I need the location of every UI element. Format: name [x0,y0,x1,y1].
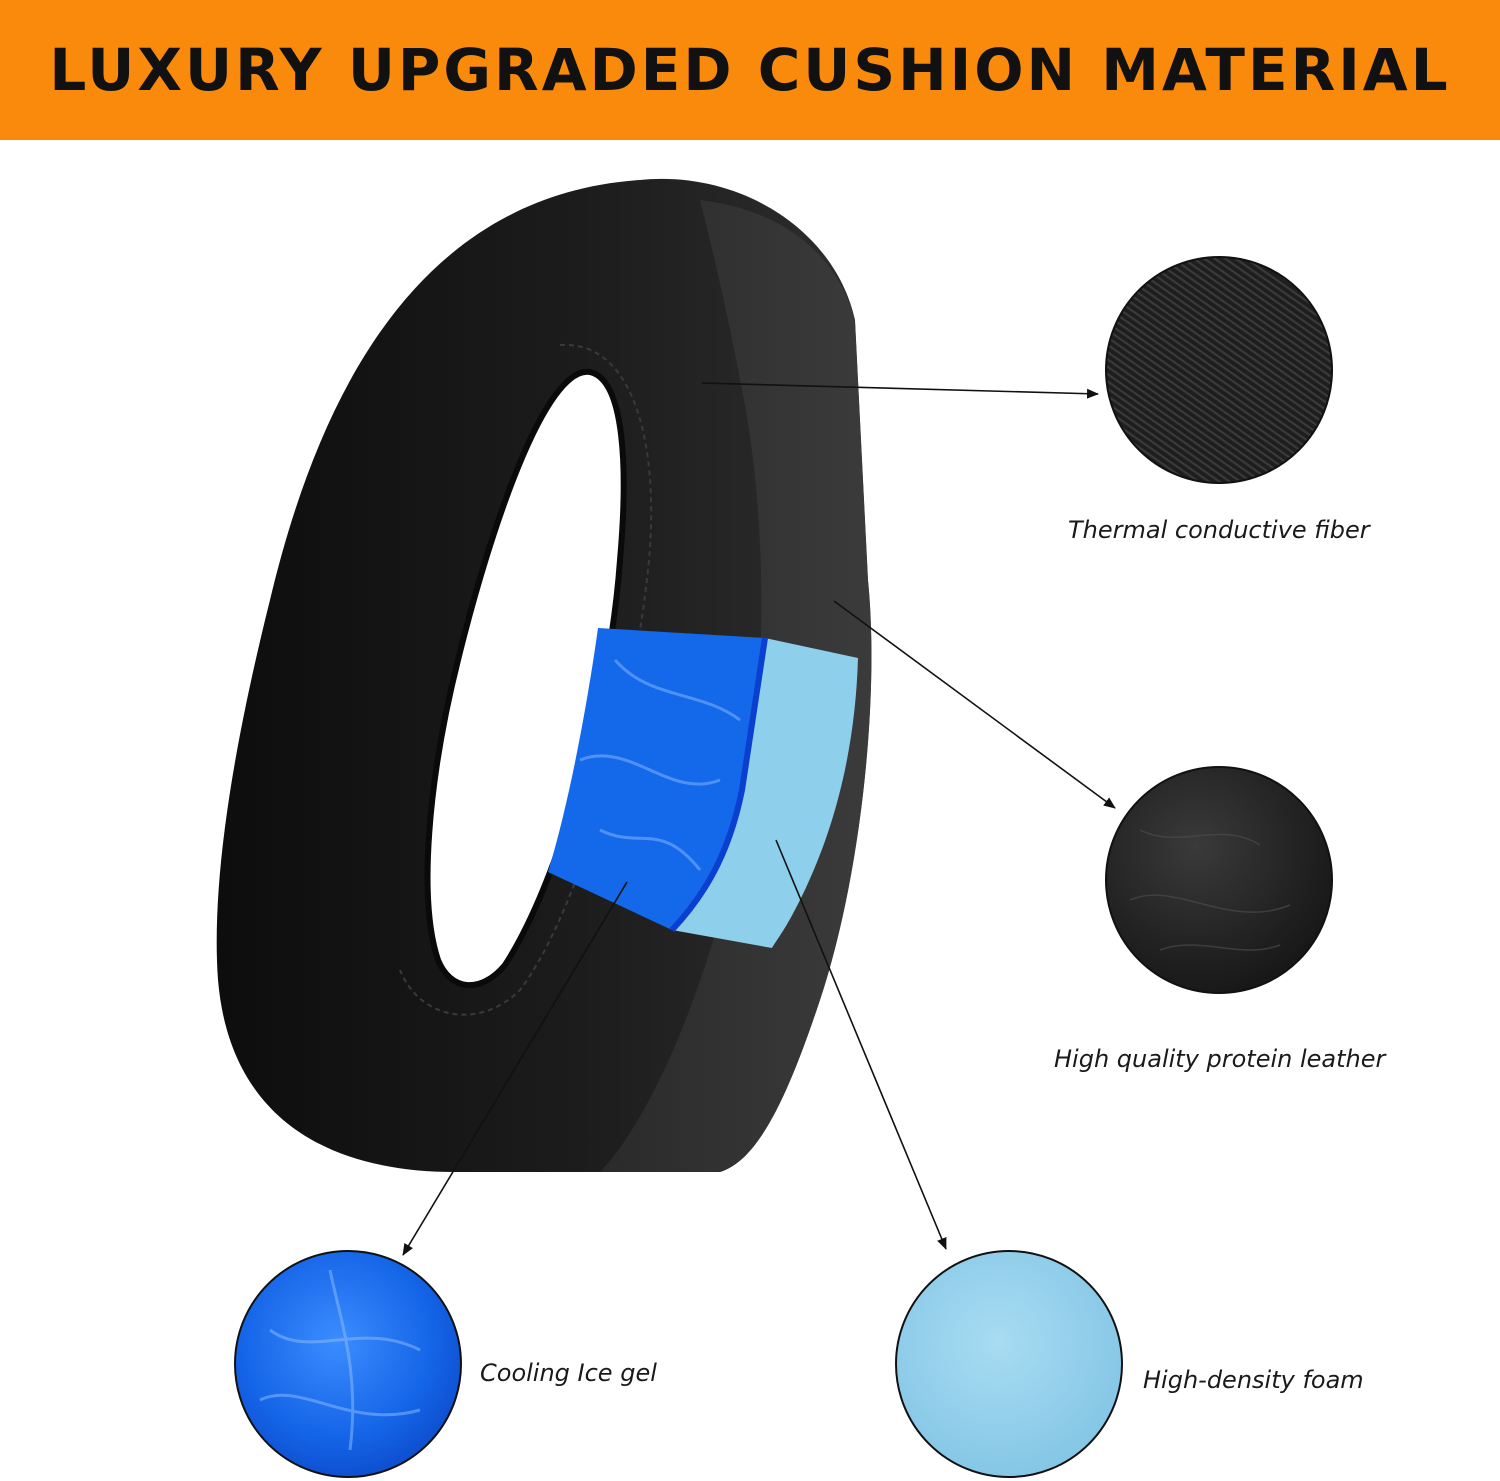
fiber-label: Thermal conductive fiber [1068,516,1370,544]
fiber-arrow [701,382,1099,399]
gel-label: Cooling Ice gel [480,1359,657,1387]
ear-cushion [216,178,872,1173]
fiber-swatch [1105,256,1333,484]
foam-arrow [775,839,947,1250]
leather-arrow [833,600,1116,809]
banner-title: LUXURY UPGRADED CUSHION MATERIAL [49,36,1451,104]
header-banner: LUXURY UPGRADED CUSHION MATERIAL [0,0,1500,140]
leather-label: High quality protein leather [1054,1045,1386,1073]
foam-label: High-density foam [1143,1366,1364,1394]
leather-swatch [1105,766,1333,994]
gel-arrow [402,881,628,1256]
gel-swatch [234,1250,462,1478]
foam-swatch [895,1250,1123,1478]
